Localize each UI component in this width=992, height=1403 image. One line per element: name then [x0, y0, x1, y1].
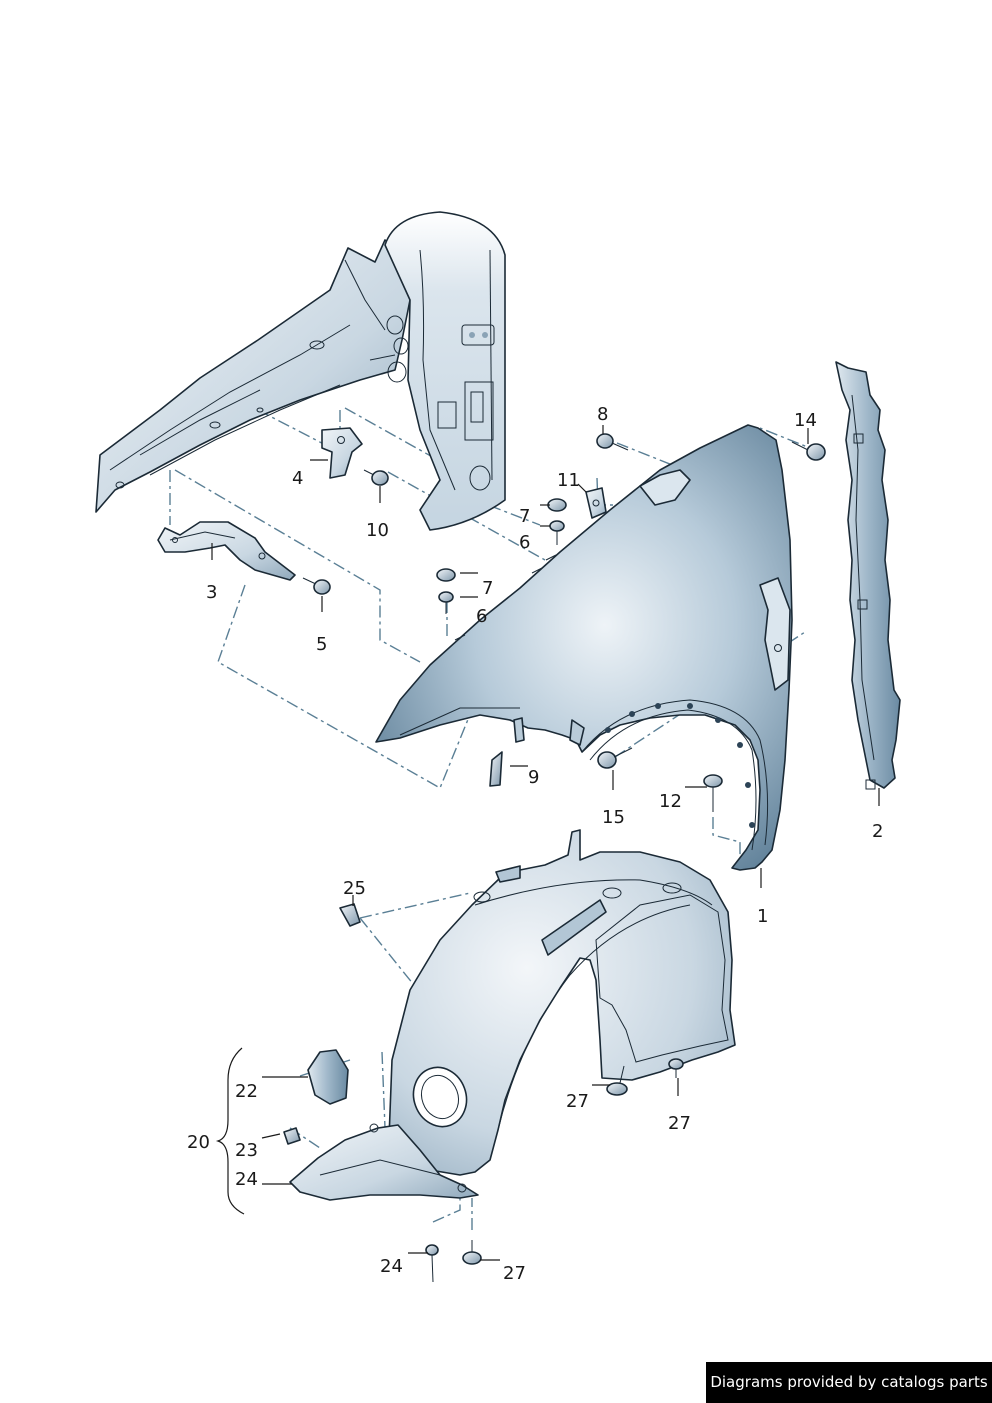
part-24-rivet	[425, 1244, 439, 1283]
part-8-bolt	[596, 433, 629, 451]
part-5-bolt	[302, 577, 331, 595]
part-7-nut-lower	[436, 568, 456, 582]
callout-4: 4	[292, 468, 303, 489]
body-structure-a-pillar	[95, 211, 506, 531]
callout-6-lower: 6	[476, 606, 487, 627]
part-15-bolt	[597, 747, 633, 769]
part-6-bolt-upper	[549, 520, 565, 545]
part-4-small-bracket	[321, 427, 363, 479]
callout-8: 8	[597, 404, 608, 425]
part-7-nut-upper	[547, 498, 567, 512]
callout-27-middle: 27	[566, 1091, 589, 1112]
part-10-bolt	[363, 469, 389, 486]
callout-14: 14	[794, 410, 817, 431]
part-27-screw-middle	[606, 1065, 628, 1096]
part-27-screw-lower	[462, 1240, 482, 1265]
part-12-bolt	[703, 774, 723, 812]
part-1-front-fender	[375, 424, 793, 871]
part-6-bolt-lower	[438, 591, 454, 614]
callout-7-lower: 7	[482, 578, 493, 599]
hardware	[283, 433, 826, 1283]
part-9-stud	[489, 751, 503, 787]
part-20-wheel-housing-liner	[289, 829, 736, 1201]
callout-11: 11	[557, 470, 580, 491]
callout-9: 9	[528, 767, 539, 788]
callout-3: 3	[206, 582, 217, 603]
part-2-sealing-strip	[835, 361, 901, 806]
callout-6-upper: 6	[519, 532, 530, 553]
callout-15: 15	[602, 807, 625, 828]
callout-25: 25	[343, 878, 366, 899]
part-22-cover	[307, 1049, 349, 1105]
callout-2: 2	[872, 821, 883, 842]
callout-24-upper: 24	[235, 1169, 258, 1190]
part-23-clip-nut	[283, 1127, 301, 1145]
callout-5: 5	[316, 634, 327, 655]
part-3-bracket	[157, 521, 296, 581]
part-14-bolt	[791, 441, 826, 461]
callout-1: 1	[757, 906, 768, 927]
footer-credit: Diagrams provided by catalogs parts	[706, 1362, 992, 1403]
callout-10: 10	[366, 520, 389, 541]
callout-22: 22	[235, 1081, 258, 1102]
callout-23: 23	[235, 1140, 258, 1161]
callout-27-lower: 27	[503, 1263, 526, 1284]
callout-labels: 1 2 3 4 5 6 6 7 7 8 9 10 11 12 14 15 20 …	[187, 404, 883, 1284]
part-27-screw-right	[668, 1058, 684, 1078]
leader-lines	[211, 425, 809, 1261]
part-11-clip	[585, 487, 607, 519]
callout-7-upper: 7	[519, 506, 530, 527]
callout-24-lower: 24	[380, 1256, 403, 1277]
callout-20: 20	[187, 1132, 210, 1153]
callout-27-right: 27	[668, 1113, 691, 1134]
callout-12: 12	[659, 791, 682, 812]
part-25-clip	[339, 903, 361, 927]
